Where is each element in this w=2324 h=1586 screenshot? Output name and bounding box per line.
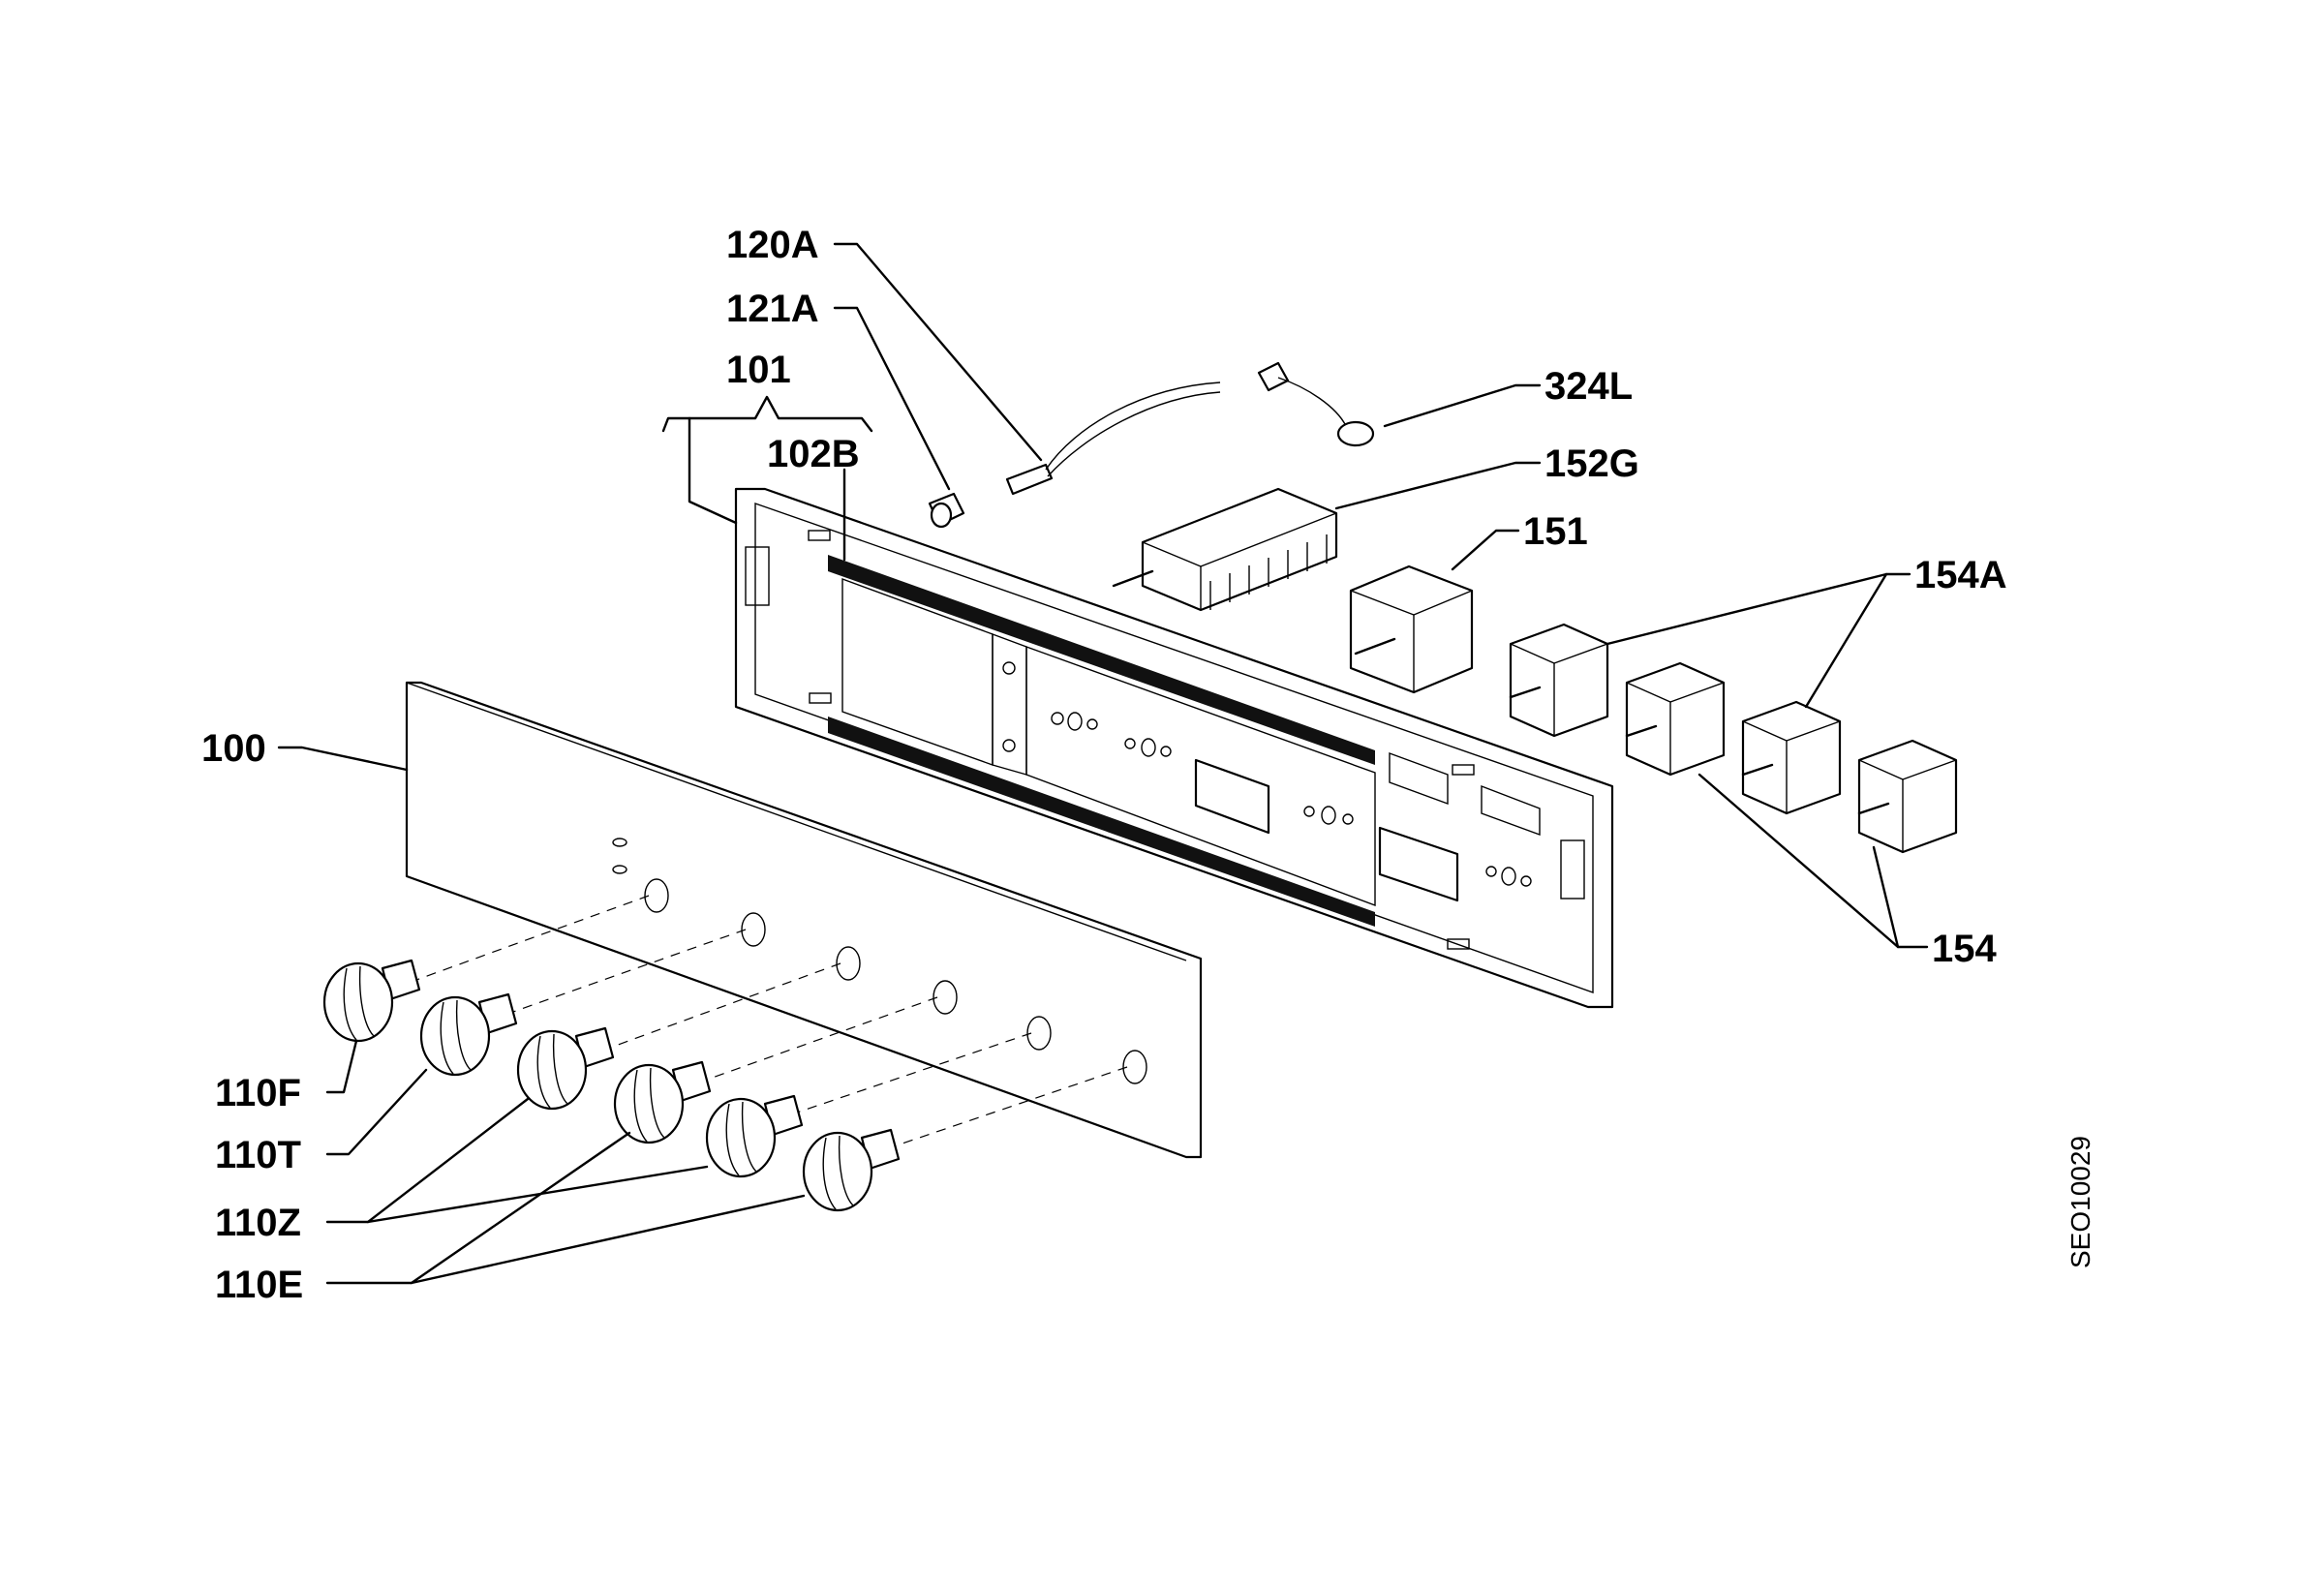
- energy-regulator: [1349, 564, 1474, 694]
- label-120A: 120A: [726, 224, 819, 266]
- label-110Z: 110Z: [215, 1202, 301, 1244]
- control-panel-housing: [734, 487, 1614, 1009]
- label-154A: 154A: [1914, 554, 2007, 596]
- label-110T: 110T: [215, 1134, 301, 1176]
- label-151: 151: [1523, 510, 1588, 553]
- knob-110E-1: [613, 1060, 712, 1144]
- gasket-strip-bottom: [828, 717, 1375, 927]
- label-110F: 110F: [215, 1072, 301, 1114]
- label-324L: 324L: [1544, 365, 1633, 408]
- knob-110F: [322, 959, 421, 1043]
- label-152G: 152G: [1544, 442, 1639, 485]
- label-100: 100: [201, 727, 266, 770]
- front-fascia-panel: [405, 681, 1203, 1159]
- drawing-code: SEO10029: [2065, 1136, 2095, 1268]
- selector-switch: [1112, 487, 1338, 612]
- gasket-strip-top: [828, 555, 1375, 765]
- switch-module-1: [1509, 623, 1609, 738]
- switch-module-4: [1857, 739, 1958, 854]
- indicator-lamp: [928, 381, 1221, 529]
- knob-110T: [419, 992, 518, 1077]
- label-102B: 102B: [767, 433, 860, 475]
- knob-assembly: [322, 895, 1128, 1212]
- switch-module-2: [1625, 661, 1726, 777]
- switch-module-3: [1741, 700, 1842, 815]
- leader-lines: [277, 242, 1929, 1285]
- label-110E: 110E: [215, 1264, 303, 1306]
- label-121A: 121A: [726, 288, 819, 330]
- knob-110Z-2: [705, 1094, 804, 1178]
- label-154: 154: [1932, 928, 1997, 970]
- knob-110Z-1: [516, 1026, 615, 1111]
- label-101: 101: [726, 349, 791, 391]
- thermostat-probe: [1257, 361, 1375, 447]
- knob-110E-2: [802, 1128, 901, 1212]
